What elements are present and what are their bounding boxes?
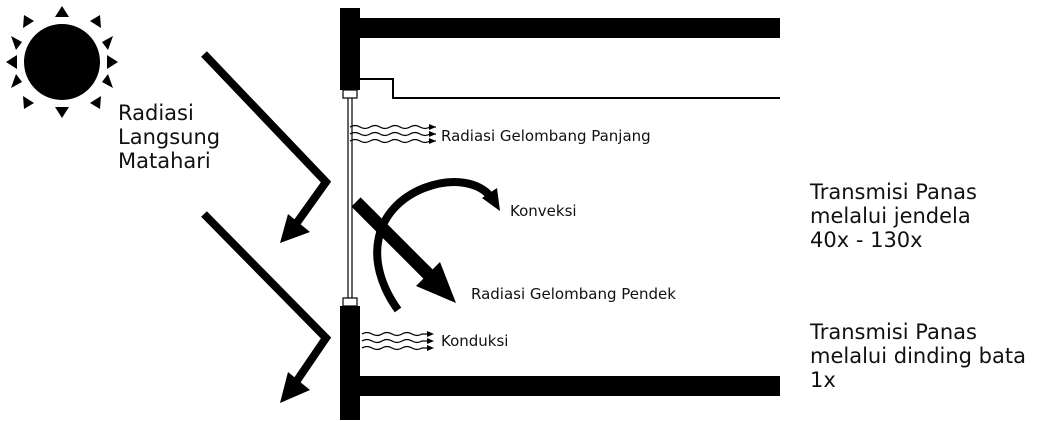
wall-transmission-label: Transmisi Panas melalui dinding bata 1x (810, 320, 1026, 392)
solar-radiation-arrow-lower (201, 211, 332, 403)
window-frame-top (342, 89, 358, 99)
wall-transmission-line-1: Transmisi Panas (810, 320, 977, 344)
solar-radiation-line-1: Radiasi (118, 101, 194, 125)
window-transmission-line-3: 40x - 130x (810, 228, 923, 252)
lower-wall (340, 306, 360, 420)
wall-transmission-line-3: 1x (810, 368, 836, 392)
sun-icon (6, 6, 118, 118)
window-frame-bottom (342, 297, 358, 307)
long-wave-radiation-waves (349, 124, 436, 144)
roof-slab (340, 18, 780, 38)
window-transmission-line-1: Transmisi Panas (810, 180, 977, 204)
ceiling-line (360, 78, 780, 99)
solar-radiation-line-3: Matahari (118, 149, 211, 173)
short-wave-radiation-arrow (351, 197, 456, 303)
solar-radiation-label: Radiasi Langsung Matahari (118, 101, 220, 173)
window-transmission-line-2: melalui jendela (810, 204, 971, 228)
conduction-waves (361, 331, 428, 351)
conduction-label: Konduksi (441, 332, 509, 350)
convection-label: Konveksi (510, 202, 577, 220)
wall-transmission-line-2: melalui dinding bata (810, 344, 1026, 368)
floor-slab (340, 376, 780, 396)
solar-radiation-arrow-upper (201, 51, 332, 243)
window-transmission-label: Transmisi Panas melalui jendela 40x - 13… (810, 180, 977, 252)
solar-radiation-line-2: Langsung (118, 125, 221, 149)
short-wave-label: Radiasi Gelombang Pendek (471, 285, 676, 303)
convection-arrow (373, 178, 500, 313)
long-wave-label: Radiasi Gelombang Panjang (441, 127, 651, 145)
